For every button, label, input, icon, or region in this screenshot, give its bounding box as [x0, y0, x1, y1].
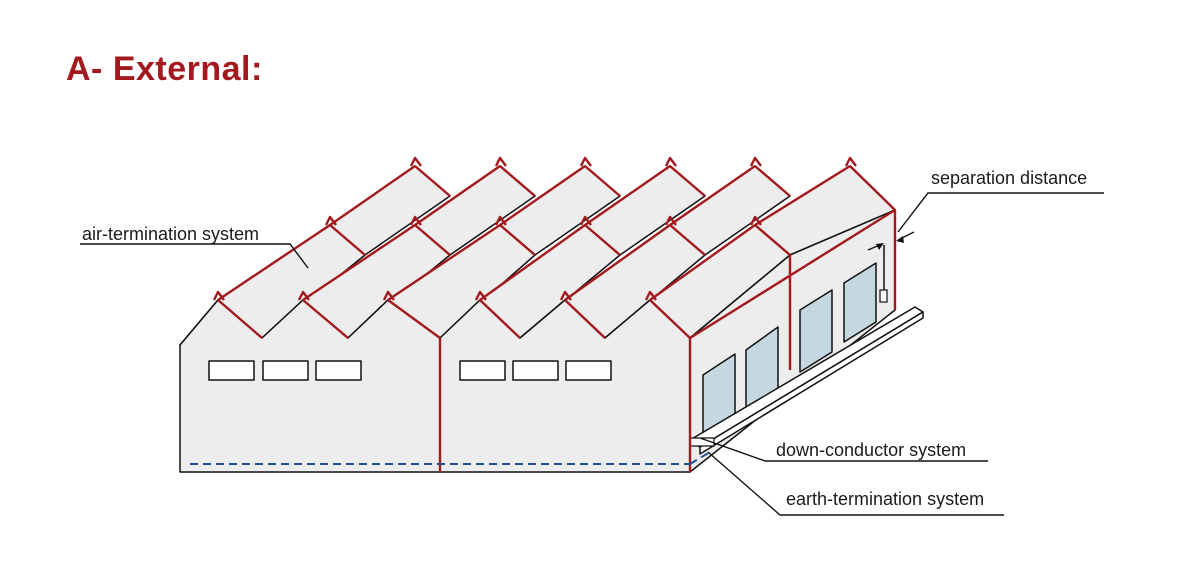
- leader-separation: [897, 192, 1104, 233]
- air-termination-label: air-termination system: [82, 224, 259, 244]
- leader-air-termination: [80, 243, 309, 269]
- earth-termination-label: earth-termination system: [786, 489, 984, 509]
- air-termination-conductors: [212, 156, 897, 472]
- building: [179, 165, 924, 473]
- leader-down-conductor: [699, 437, 988, 462]
- side-windows: [702, 262, 877, 441]
- leader-earth-termination: [707, 451, 1004, 516]
- front-windows: [208, 360, 612, 381]
- separation-bracket: [867, 231, 915, 303]
- ground-ledge-front: [699, 311, 924, 455]
- page-title: A- External:: [66, 50, 263, 88]
- separation-distance-label: separation distance: [931, 168, 1087, 188]
- earth-termination-line: [190, 451, 711, 465]
- down-conductor-label: down-conductor system: [776, 440, 966, 460]
- leader-lines: [80, 192, 1104, 516]
